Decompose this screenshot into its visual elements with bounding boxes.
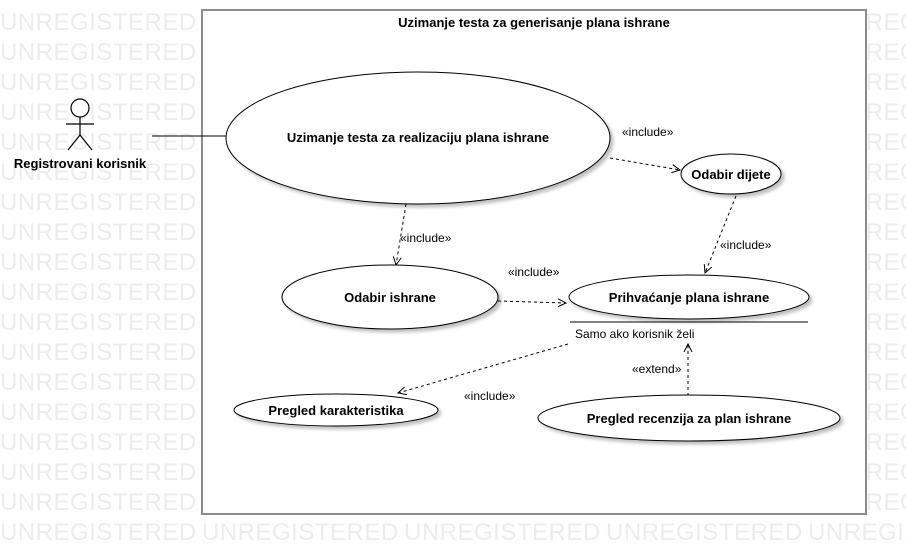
use-case-reviews-label: Pregled recenzija za plan ishrane [587,411,791,426]
watermark-text: UNREGISTERED [0,489,197,516]
label-include-accept-to-characteristics: «include» [464,389,516,403]
use-case-nutrition-shape [281,264,499,330]
actor-label: Registrovani korisnik [14,156,147,171]
use-case-diet[interactable]: Odabir dijete [680,153,782,195]
use-case-accept-label: Prihvaćanje plana ishrane [609,290,769,305]
include-arrow-diet-to-accept[interactable] [705,195,737,273]
use-case-main-shape [225,71,611,205]
include-arrow-main-to-nutrition[interactable] [396,203,407,265]
watermark-text: UNREGISTERED [0,309,197,336]
watermark-text: UNREGISTERED [0,39,197,66]
label-include-diet-to-accept: «include» [720,238,772,252]
watermark-text: UNREGISTERED [0,459,197,486]
label-include-main-to-diet: «include» [622,125,674,139]
use-case-reviews-shape [537,394,841,442]
use-case-diet-shape [680,153,782,195]
use-case-nutrition[interactable]: Odabir ishrane [281,264,499,330]
use-case-accept[interactable]: Prihvaćanje plana ishrane [568,274,810,320]
actor-registrovani-korisnik[interactable]: Registrovani korisnik [14,98,147,171]
use-case-main-label: Uzimanje testa za realizaciju plana ishr… [287,130,549,145]
actor-right-leg [79,134,93,151]
use-case-reviews[interactable]: Pregled recenzija za plan ishrane [537,394,841,442]
actor-left-leg [67,134,81,151]
use-case-accept-shape [568,274,810,320]
watermark-text: UNREGISTERED [0,249,197,276]
watermark-text: UNREGISTERED [0,399,197,426]
label-include-main-to-nutrition: «include» [400,231,452,245]
label-include-nutrition-to-accept: «include» [508,265,560,279]
watermark-text: UNREGISTERED [0,429,197,456]
watermark-layer: UNREGISTEREDUNREGISTEREDUNREGISTEREDUNRE… [0,9,906,546]
watermark-text: UNREGISTERED [0,189,197,216]
watermark-text: UNREGISTERED [0,369,197,396]
watermark-text: UNREGISTERED [0,519,197,546]
watermark-text: UNREGISTERED [0,159,197,186]
watermark-text: UNREGISTERED [404,519,601,546]
use-case-main[interactable]: Uzimanje testa za realizaciju plana ishr… [225,71,611,205]
use-case-diet-label: Odabir dijete [691,167,770,182]
watermark-text: UNREGISTERED [0,99,197,126]
watermark-text: UNREGISTERED [0,69,197,96]
watermark-text: UNREGISTERED [808,519,906,546]
watermark-text: UNREGISTERED [202,519,399,546]
watermark-text: UNREGISTERED [0,219,197,246]
watermark-text: UNREGISTERED [0,279,197,306]
watermark-text: UNREGISTERED [606,519,803,546]
use-case-characteristics-shape [233,393,439,427]
watermark-text: UNREGISTERED [0,339,197,366]
system-title: Uzimanje testa za generisanje plana ishr… [398,15,670,30]
actor-head [70,98,90,118]
use-case-nutrition-label: Odabir ishrane [344,290,436,305]
include-arrow-nutrition-to-accept[interactable] [497,301,566,303]
use-case-characteristics-label: Pregled karakteristika [268,403,404,418]
label-extend-reviews-to-accept: «extend» [632,362,682,376]
watermark-text: UNREGISTERED [0,129,197,156]
use-case-characteristics[interactable]: Pregled karakteristika [233,393,439,427]
watermark-text: UNREGISTERED [0,9,197,36]
extension-condition: Samo ako korisnik želi [575,327,694,341]
